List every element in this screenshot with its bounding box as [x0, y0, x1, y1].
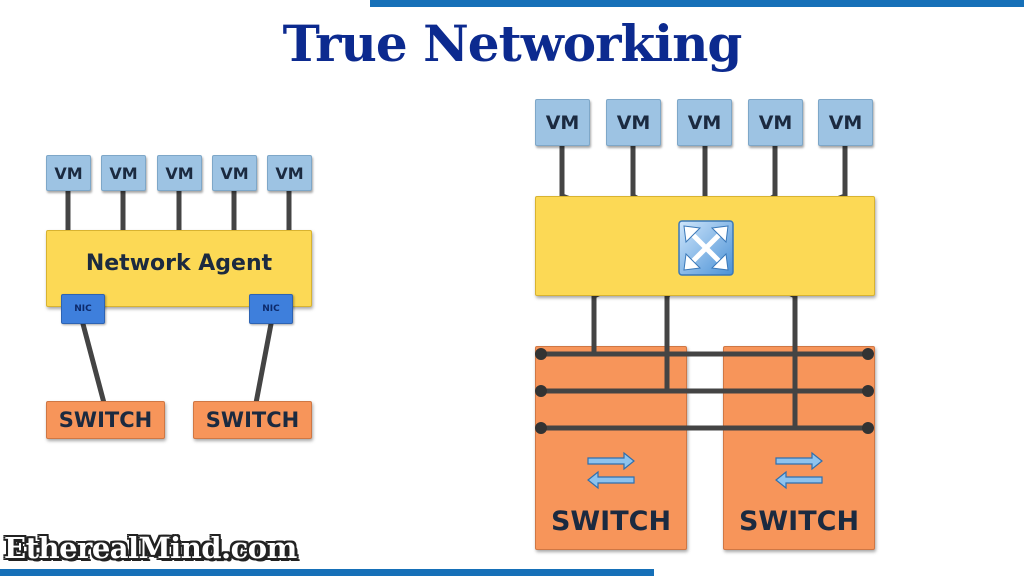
nic-right: NIC — [249, 294, 293, 324]
brand-watermark: EtherealMind.com — [4, 531, 297, 565]
top-accent-bar — [370, 0, 1024, 7]
bottom-accent-bar — [0, 569, 654, 576]
nic-left: NIC — [61, 294, 105, 324]
right-vm-2: VM — [606, 99, 661, 146]
left-vm-4: VM — [212, 155, 257, 191]
bidirectional-arrows-icon — [587, 451, 635, 490]
left-switch-1: SWITCH — [46, 401, 165, 439]
crossed-arrows-icon — [678, 220, 734, 276]
left-vm-3: VM — [157, 155, 202, 191]
right-vm-1: VM — [535, 99, 590, 146]
right-vm-5: VM — [818, 99, 873, 146]
left-switch-2: SWITCH — [193, 401, 312, 439]
left-vm-1: VM — [46, 155, 91, 191]
left-vm-2: VM — [101, 155, 146, 191]
right-vm-3: VM — [677, 99, 732, 146]
bidirectional-arrows-icon — [775, 451, 823, 490]
left-vm-5: VM — [267, 155, 312, 191]
right-vm-4: VM — [748, 99, 803, 146]
page-title: True Networking — [282, 14, 743, 73]
